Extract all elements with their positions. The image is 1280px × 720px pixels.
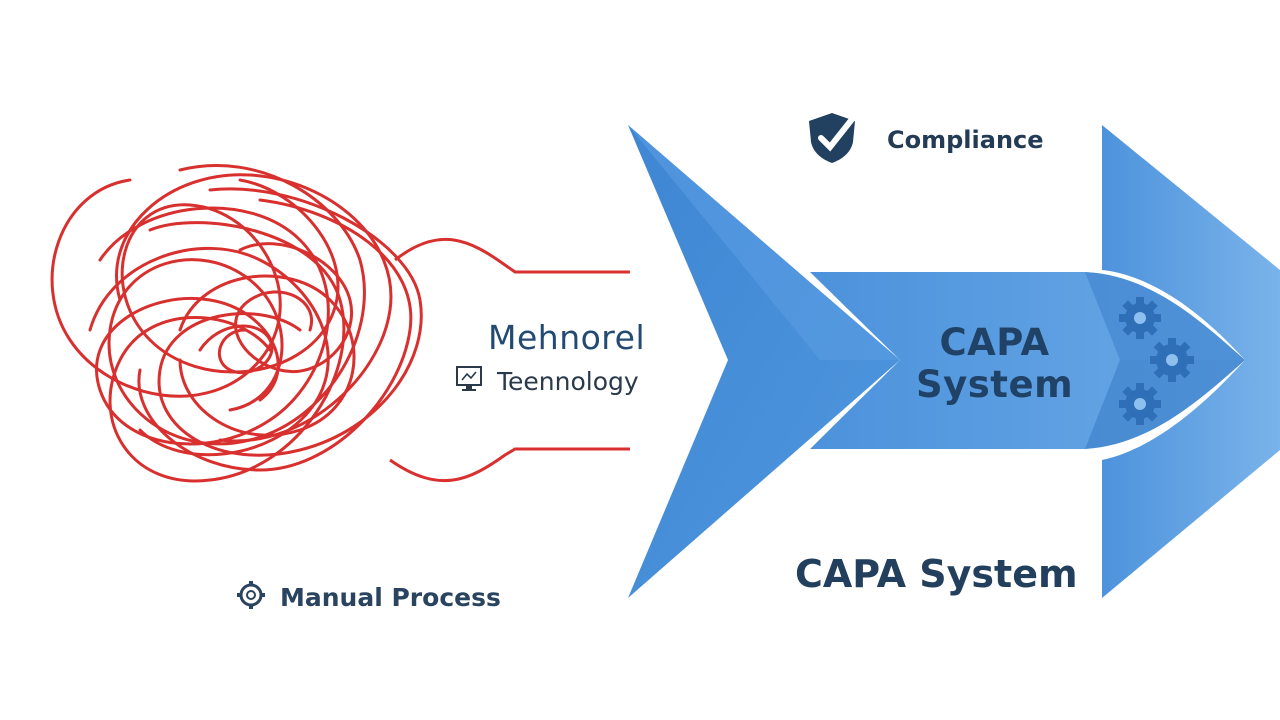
manual-process-label: Manual Process	[280, 582, 501, 612]
monitor-icon	[455, 364, 485, 398]
left-chevron	[628, 125, 900, 598]
funnel-outline-bottom	[389, 447, 630, 483]
capa-inner-line2: System	[916, 363, 1074, 406]
shield-check-icon	[805, 110, 859, 170]
technology-row: Teennology	[455, 364, 639, 398]
compliance-label: Compliance	[887, 126, 1044, 154]
compliance-row: Compliance	[805, 110, 1044, 170]
capa-system-inner-label: CAPA System	[916, 322, 1073, 406]
capa-system-bottom-label: CAPA System	[795, 552, 1078, 596]
capa-inner-line1: CAPA	[939, 321, 1050, 364]
technology-label: Teennology	[497, 366, 639, 396]
right-chevron	[1102, 125, 1280, 598]
funnel-outline	[394, 237, 630, 274]
manual-process-row: Manual Process	[236, 580, 501, 614]
tangle-scribble	[50, 164, 423, 483]
middle-title: Me⁠hnorel	[488, 318, 646, 357]
gear-icon	[236, 580, 266, 614]
